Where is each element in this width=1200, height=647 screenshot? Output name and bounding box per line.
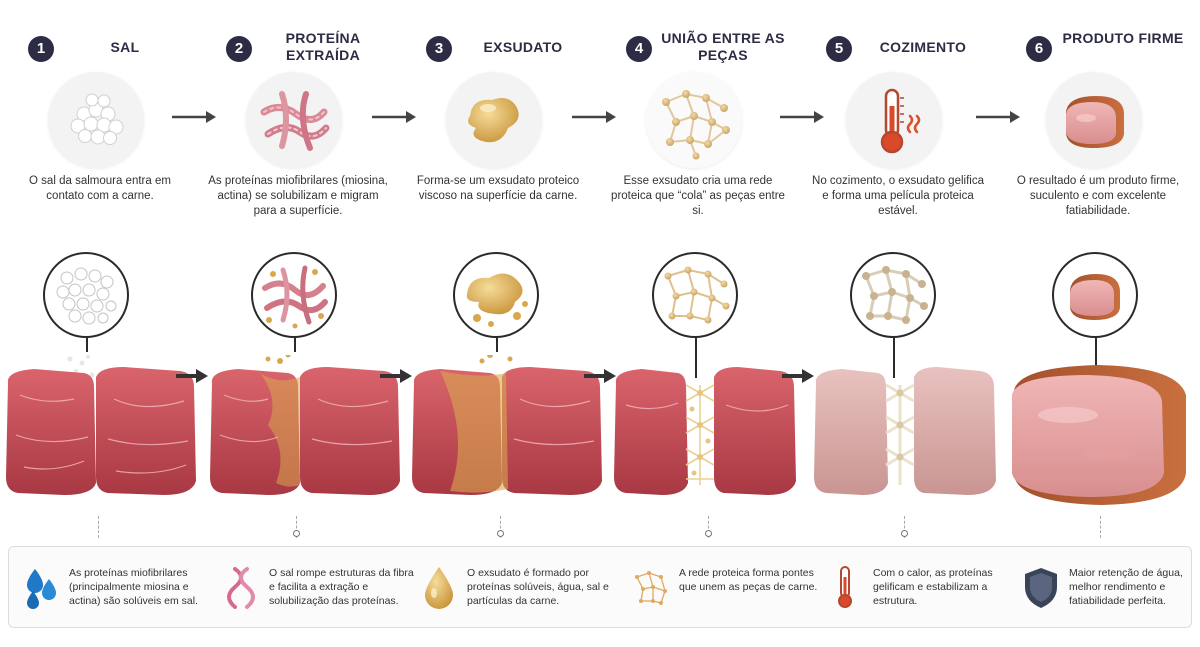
zoom-connector [496, 338, 498, 352]
arrow-right-icon [780, 111, 824, 123]
meat-pieces-network [614, 367, 796, 495]
zoom-protein-fibers [251, 252, 337, 338]
step-description: No cozimento, o exsudato gelifica e form… [812, 175, 984, 217]
step-description: Forma-se um exsudato proteico viscoso na… [416, 175, 580, 202]
step-header: 6 PRODUTO FIRME [998, 30, 1198, 70]
zoom-connector [695, 338, 697, 378]
zoom-protein-network [652, 252, 738, 338]
step-2: 2 PROTEÍNA EXTRAÍDA As proteínas miofibr… [198, 0, 398, 250]
facts-panel: As proteínas miofibrilares (principalmen… [8, 546, 1192, 628]
step-description: Esse exsudato cria uma rede proteica que… [611, 175, 785, 217]
dashed-connector [708, 516, 709, 538]
step-number: 3 [426, 36, 452, 62]
shield-icon [1025, 568, 1057, 608]
step-3: 3 EXSUDATO Forma-se um exsudato proteico… [398, 0, 598, 250]
dashed-connector [296, 516, 297, 538]
fact-text: O exsudato é formado por proteínas solúv… [467, 567, 609, 607]
arrow-right-icon [176, 369, 208, 383]
step-header: 5 COZIMENTO [798, 30, 998, 70]
meat-pieces-exudate [412, 355, 602, 495]
fact-text: As proteínas miofibrilares (principalmen… [69, 567, 198, 607]
meat-pieces-cooked [814, 367, 996, 495]
fiber-strand-icon [227, 567, 255, 609]
arrow-right-icon [572, 111, 616, 123]
arrow-right-icon [172, 111, 216, 123]
zoom-salt-crystals [43, 252, 129, 338]
dashed-connector [98, 516, 99, 538]
step-title: SAL [110, 39, 140, 55]
step-description: O sal da salmoura entra em contato com a… [29, 175, 171, 202]
connector-dot [497, 530, 504, 537]
step-4: 4 UNIÃO ENTRE AS PEÇAS Esse exsudato cri… [598, 0, 798, 250]
salt-crystals-icon [48, 72, 144, 168]
connector-dot [901, 530, 908, 537]
step-number: 1 [28, 36, 54, 62]
arrow-right-icon [372, 111, 416, 123]
step-title: EXSUDATO [483, 39, 563, 55]
step-header: 2 PROTEÍNA EXTRAÍDA [198, 30, 398, 70]
dashed-connector [500, 516, 501, 538]
zoom-connector [1095, 338, 1097, 366]
dashed-connector [904, 516, 905, 538]
step-5: 5 COZIMENTO No cozimento, o exsudato gel… [798, 0, 998, 250]
fact-text: A rede proteica forma pontes que unem as… [679, 567, 818, 593]
meat-pieces-salt [6, 355, 196, 495]
step-number: 5 [826, 36, 852, 62]
fact-text: Maior retenção de água, melhor rendiment… [1069, 567, 1183, 607]
arrow-right-icon [380, 369, 412, 383]
zoom-ham-slice [1052, 252, 1138, 338]
step-title: UNIÃO ENTRE AS PEÇAS [661, 30, 785, 63]
network-icon [635, 571, 667, 605]
step-header: 3 EXSUDATO [398, 30, 598, 70]
arrow-right-icon [782, 369, 814, 383]
ham-slice-icon [1046, 72, 1142, 168]
step-1: 1 SAL O sal da salmoura entra em contato… [0, 0, 200, 250]
step-number: 2 [226, 36, 252, 62]
arrow-right-icon [976, 111, 1020, 123]
zoom-connector [294, 338, 296, 352]
connector-dot [705, 530, 712, 537]
thermometer-icon [838, 566, 852, 608]
zoom-connector [893, 338, 895, 378]
exudate-drop-icon [425, 567, 453, 609]
step-number: 4 [626, 36, 652, 62]
meat-pieces-protein-extracted [210, 355, 400, 495]
dashed-connector [1100, 516, 1101, 538]
zoom-exudate [453, 252, 539, 338]
step-number: 6 [1026, 36, 1052, 62]
step-header: 1 SAL [0, 30, 200, 70]
fact-item: Maior retenção de água, melhor rendiment… [1013, 547, 1193, 629]
exudate-blob-icon [446, 72, 542, 168]
protein-network-icon [646, 72, 742, 168]
fact-text: O sal rompe estruturas da fibra e facili… [269, 567, 414, 607]
step-title: COZIMENTO [879, 39, 967, 55]
fact-item: A rede proteica forma pontes que unem as… [623, 547, 823, 629]
zoom-connector [86, 338, 88, 352]
step-6: 6 PRODUTO FIRME O resultado é um produto… [998, 0, 1198, 250]
step-header: 4 UNIÃO ENTRE AS PEÇAS [598, 30, 798, 70]
ham-product [1012, 365, 1186, 505]
zoom-gel-network [850, 252, 936, 338]
protein-fibers-icon [246, 72, 342, 168]
fact-item: Com o calor, as proteínas gelificam e es… [817, 547, 1017, 629]
fact-text: Com o calor, as proteínas gelificam e es… [873, 567, 993, 607]
connector-dot [293, 530, 300, 537]
step-title: PROTEÍNA EXTRAÍDA [285, 30, 361, 63]
thermometer-heat-icon [846, 72, 942, 168]
arrow-right-icon [584, 369, 616, 383]
fact-item: As proteínas miofibrilares (principalmen… [13, 547, 213, 629]
fact-item: O exsudato é formado por proteínas solúv… [411, 547, 611, 629]
fact-item: O sal rompe estruturas da fibra e facili… [213, 547, 414, 629]
step-description: As proteínas miofibrilares (miosina, act… [208, 175, 388, 217]
step-title: PRODUTO FIRME [1062, 30, 1184, 46]
water-drops-icon [27, 569, 56, 609]
step-description: O resultado é um produto firme, suculent… [1016, 175, 1180, 217]
